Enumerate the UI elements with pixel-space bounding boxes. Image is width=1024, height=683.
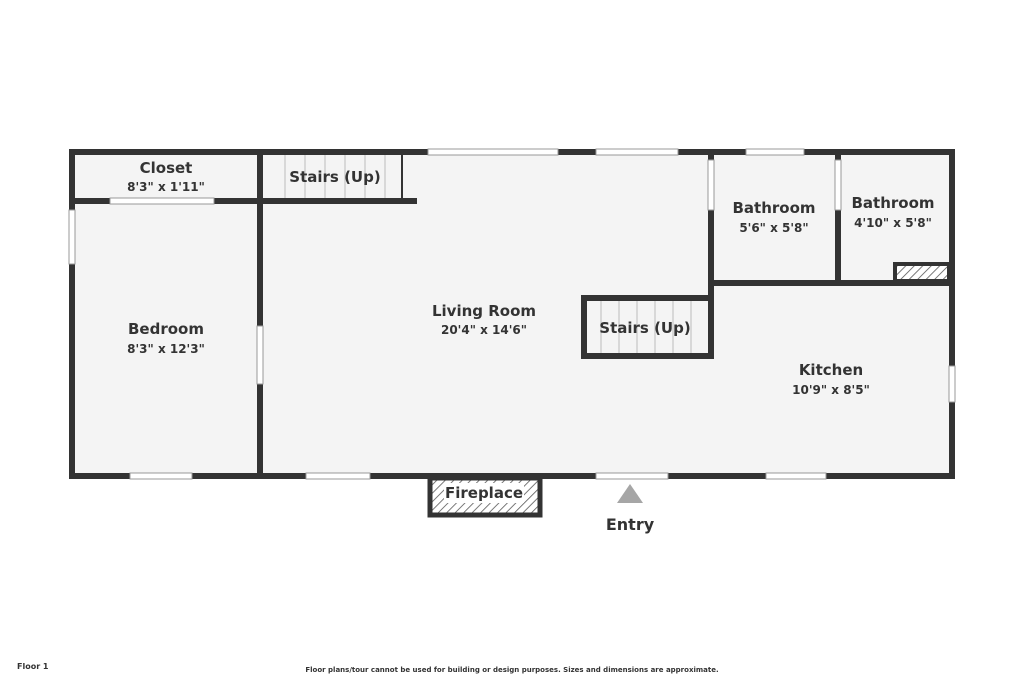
bathroom-2-name: Bathroom (851, 194, 934, 212)
bathroom-cabinet (893, 262, 951, 283)
entry-arrow-icon (617, 484, 643, 503)
fireplace-label-bg (444, 483, 524, 503)
stairs-treads-middle (600, 300, 692, 354)
living-room-name: Living Room (432, 302, 536, 320)
disclaimer-text: Floor plans/tour cannot be used for buil… (305, 666, 719, 674)
bedroom-dims: 8'3" x 12'3" (127, 342, 205, 356)
closet-dims: 8'3" x 1'11" (127, 180, 205, 194)
bedroom-name: Bedroom (128, 320, 204, 338)
bathroom-1-name: Bathroom (732, 199, 815, 217)
floor-label: Floor 1 (17, 662, 49, 671)
kitchen-dims: 10'9" x 8'5" (792, 383, 870, 397)
stairs-treads-top (284, 155, 386, 198)
living-room-dims: 20'4" x 14'6" (441, 323, 527, 337)
kitchen-name: Kitchen (799, 361, 863, 379)
windows (68, 148, 956, 480)
floor-area (72, 152, 952, 476)
bathroom-1-dims: 5'6" x 5'8" (739, 221, 808, 235)
closet-name: Closet (140, 159, 193, 177)
stairs-top-name: Stairs (Up) (289, 168, 380, 186)
entry-label: Entry (606, 515, 655, 534)
stairs-middle-name: Stairs (Up) (599, 319, 690, 337)
fireplace-name: Fireplace (445, 484, 523, 502)
bathroom-2-dims: 4'10" x 5'8" (854, 216, 932, 230)
